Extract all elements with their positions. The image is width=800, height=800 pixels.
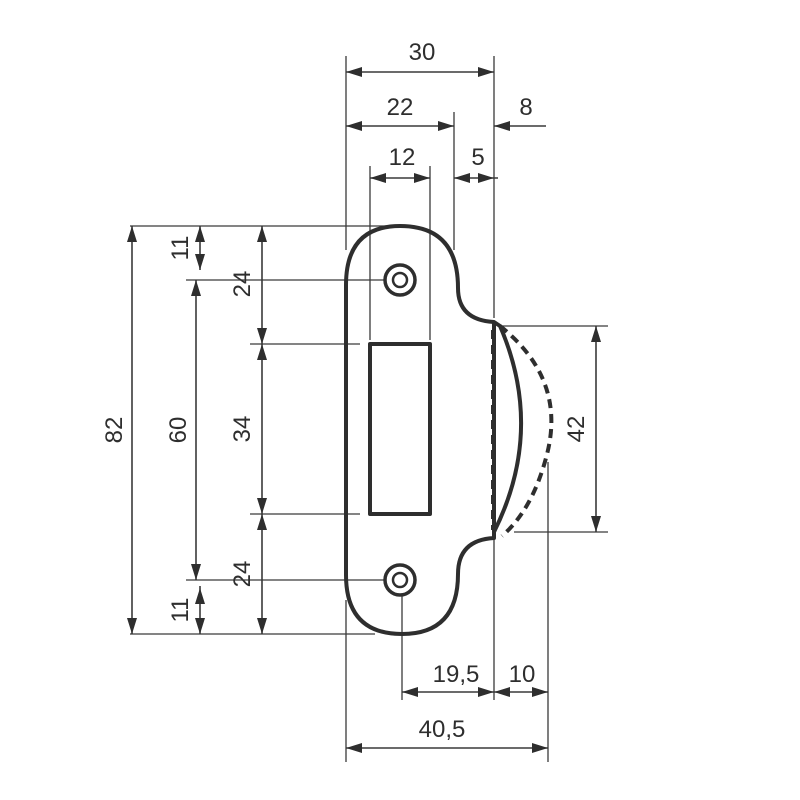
upper-screw-hole-icon bbox=[383, 263, 417, 297]
dim-top-offset: 5 bbox=[471, 144, 484, 171]
dim-left-total: 82 bbox=[101, 417, 128, 444]
latch-slot bbox=[368, 342, 432, 516]
dim-top-lip: 8 bbox=[519, 94, 532, 121]
dim-left-slot: 34 bbox=[229, 416, 256, 443]
dim-right-lip: 42 bbox=[563, 416, 590, 443]
dim-top-body: 22 bbox=[387, 94, 414, 121]
dim-left-top-hole: 24 bbox=[229, 271, 256, 298]
dim-bottom-curve: 10 bbox=[509, 661, 536, 688]
extension-lines bbox=[130, 56, 608, 762]
dim-left-holes: 60 bbox=[165, 417, 192, 444]
dim-bottom-total: 40,5 bbox=[419, 716, 466, 743]
curved-lip-dashed bbox=[498, 324, 554, 538]
dim-left-top-end: 11 bbox=[167, 236, 194, 261]
plate-outline bbox=[344, 224, 524, 636]
strike-plate bbox=[344, 224, 554, 636]
dim-top-slot: 12 bbox=[389, 144, 416, 171]
dim-left-bottom-hole: 24 bbox=[229, 561, 256, 588]
dim-bottom-projection: 19,5 bbox=[433, 661, 480, 688]
dimension-labels: 30 22 8 12 5 82 60 11 24 34 24 11 42 19,… bbox=[101, 39, 590, 743]
lower-screw-hole-icon bbox=[383, 563, 417, 597]
dim-top-total: 30 bbox=[409, 39, 436, 66]
dimension-lines bbox=[127, 67, 601, 753]
dim-left-bottom-end: 11 bbox=[167, 598, 194, 623]
